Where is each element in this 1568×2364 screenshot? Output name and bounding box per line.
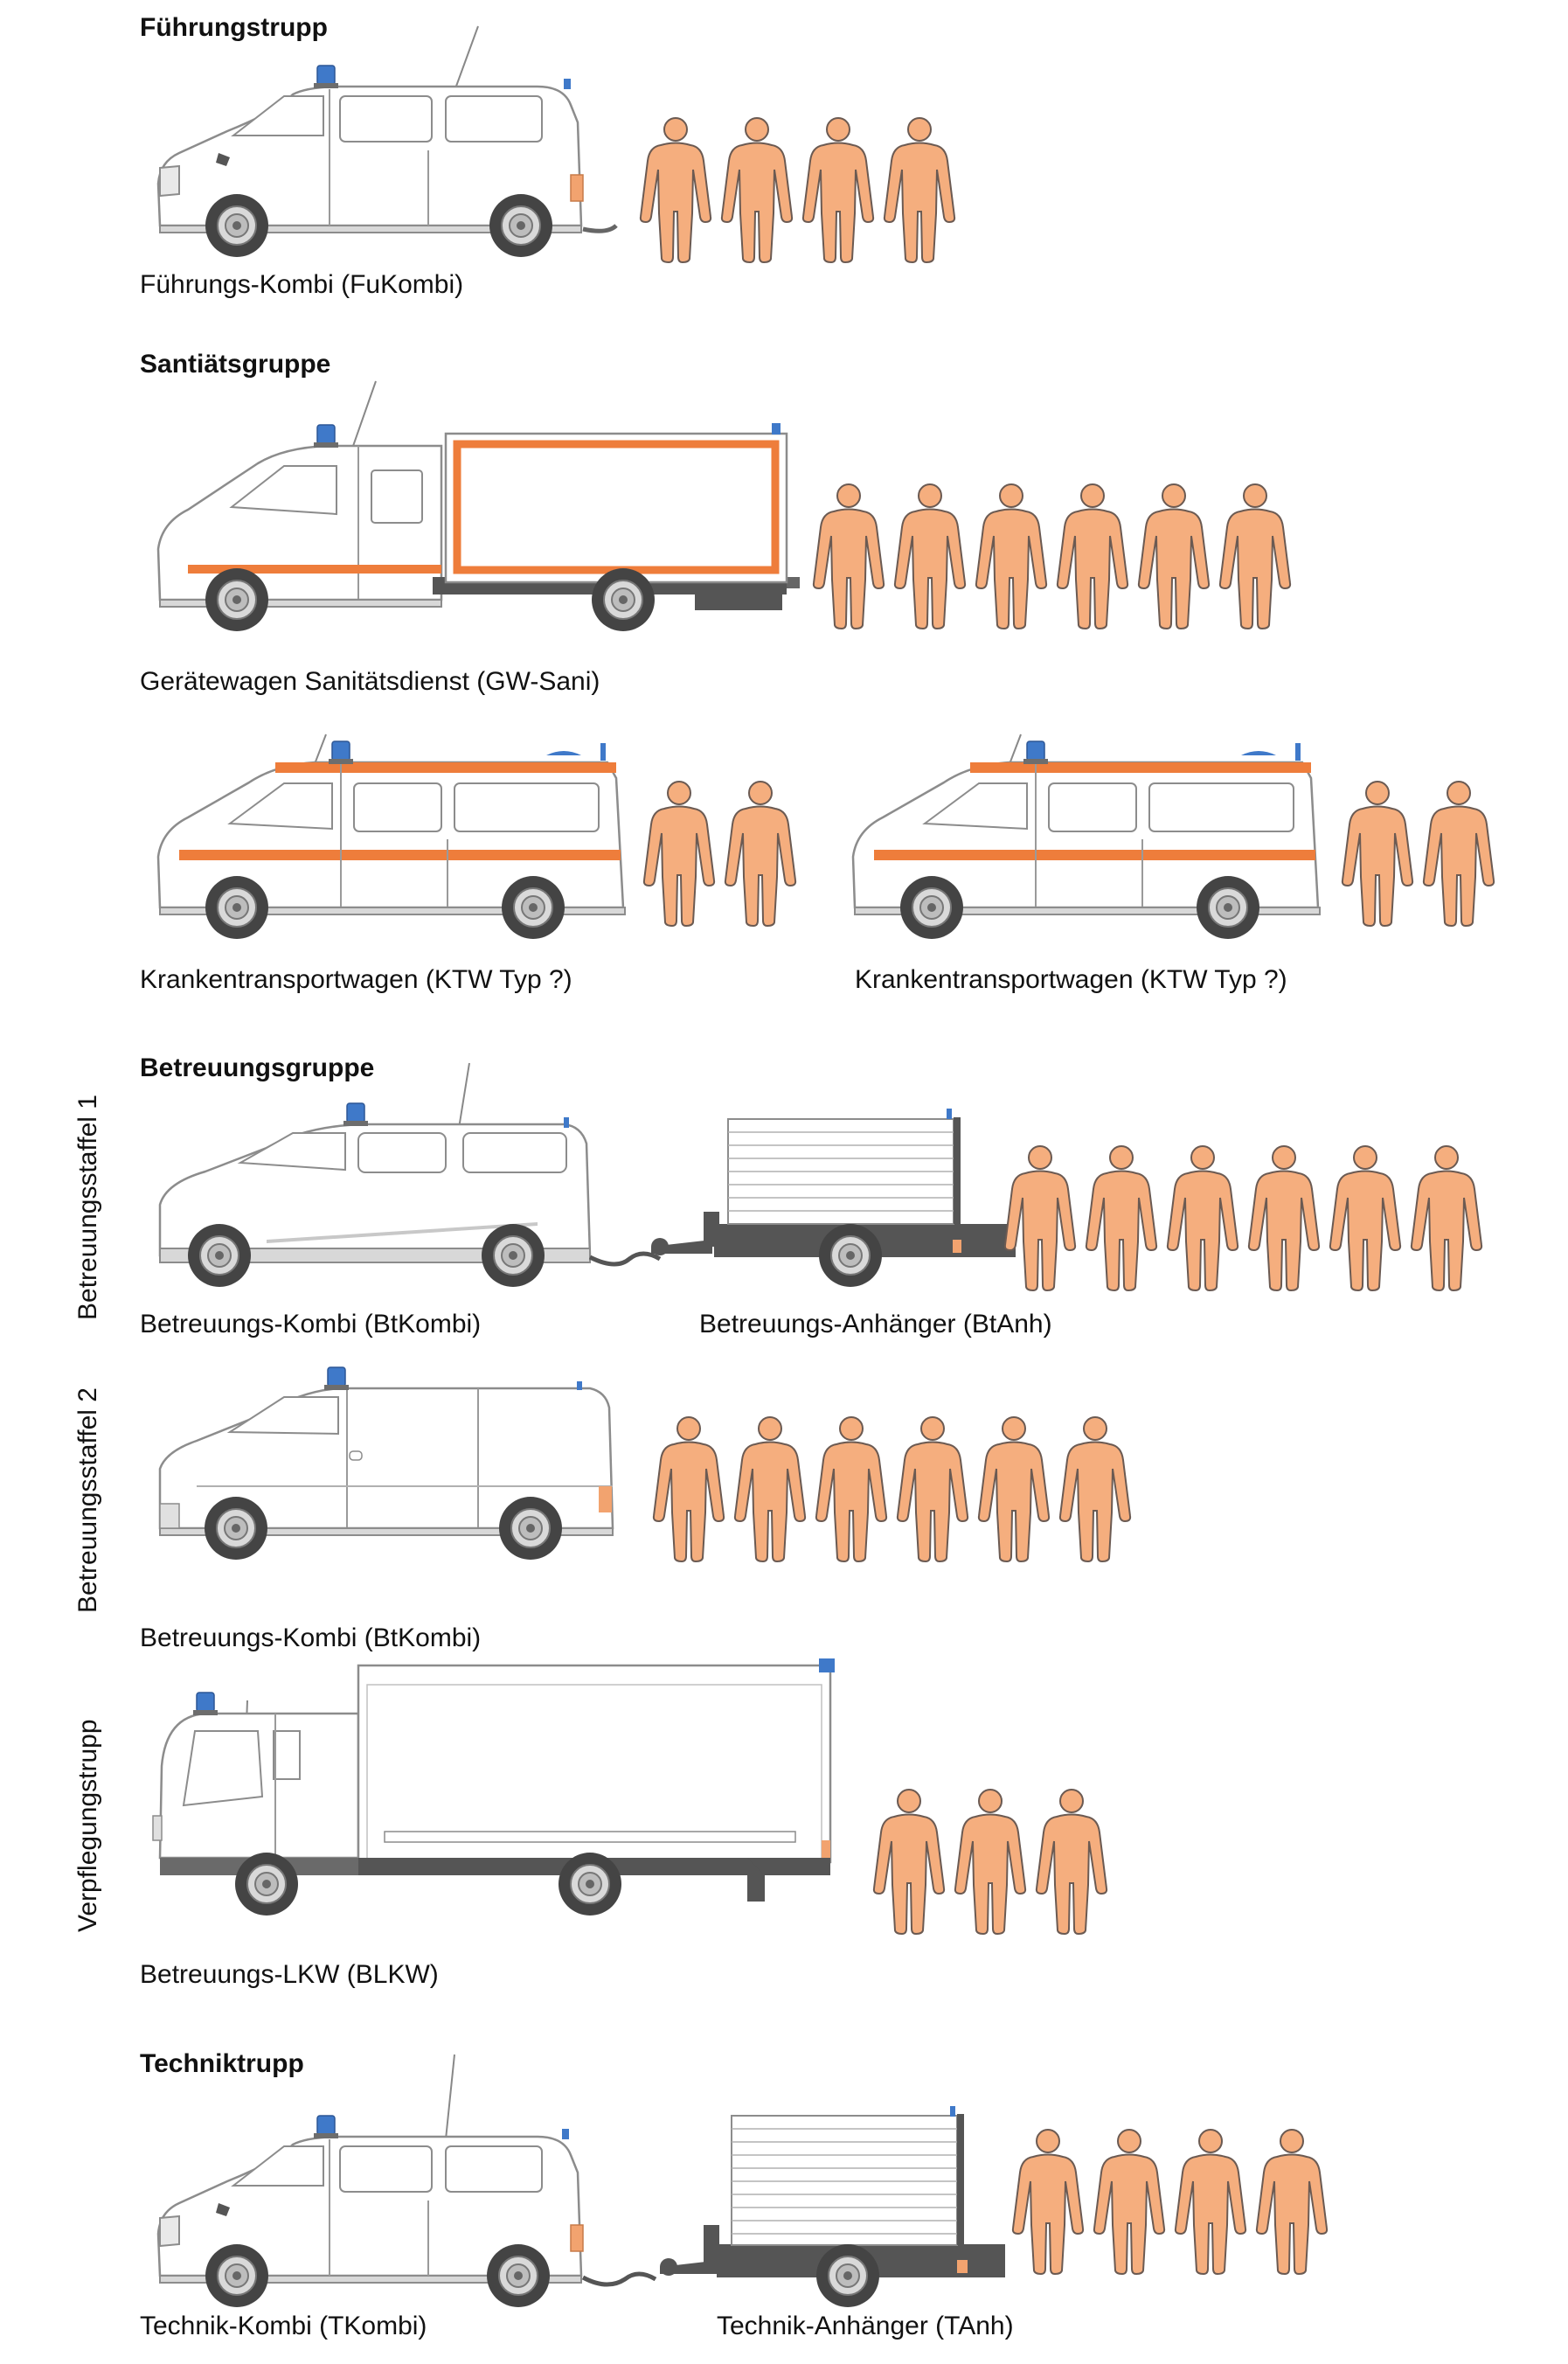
- person-icon: [1035, 1789, 1108, 1935]
- person-icon: [724, 781, 797, 927]
- side-label-staffel1: Betreuungsstaffel 1: [73, 1095, 102, 1320]
- person-icon: [1085, 1145, 1158, 1291]
- person-icon: [801, 117, 875, 263]
- person-icon: [639, 117, 712, 263]
- caption-ktw2: Krankentransportwagen (KTW Typ ?): [855, 965, 1287, 994]
- caption-btanh: Betreuungs-Anhänger (BtAnh): [699, 1310, 1052, 1338]
- person-icon: [1255, 2129, 1329, 2275]
- person-icon: [1422, 781, 1495, 927]
- person-icon: [720, 117, 794, 263]
- person-icon: [872, 1789, 946, 1935]
- heading-techniktrupp: Techniktrupp: [140, 2049, 304, 2078]
- crew-technik: [1011, 2129, 1329, 2275]
- person-icon: [1003, 1145, 1077, 1291]
- person-icon: [1174, 2129, 1247, 2275]
- person-icon: [1058, 1416, 1132, 1562]
- crew-ktw2: [1341, 781, 1495, 927]
- person-icon: [1341, 781, 1414, 927]
- person-icon: [1166, 1145, 1239, 1291]
- crew-gwsani: [812, 483, 1292, 629]
- caption-tanh: Technik-Anhänger (TAnh): [717, 2312, 1014, 2340]
- heading-sanitaetsgruppe: Santiätsgruppe: [140, 350, 330, 379]
- person-icon: [652, 1416, 725, 1562]
- person-icon: [1218, 483, 1292, 629]
- person-icon: [883, 117, 956, 263]
- person-icon: [1093, 2129, 1166, 2275]
- heading-betreuungsgruppe: Betreuungsgruppe: [140, 1053, 374, 1082]
- vehicle-btkombi2: [158, 1366, 614, 1561]
- caption-fukombi: Führungs-Kombi (FuKombi): [140, 270, 463, 299]
- vehicle-ktw2: [851, 734, 1321, 940]
- vehicle-btanh: [651, 1109, 1016, 1288]
- person-icon: [893, 483, 967, 629]
- crew-fukombi: [639, 117, 956, 263]
- crew-verpflegung: [872, 1789, 1108, 1935]
- caption-ktw1: Krankentransportwagen (KTW Typ ?): [140, 965, 572, 994]
- vehicle-fukombi: [156, 25, 618, 258]
- person-icon: [975, 483, 1048, 629]
- vehicle-gwsani: [156, 380, 800, 632]
- caption-btkombi1: Betreuungs-Kombi (BtKombi): [140, 1310, 481, 1338]
- person-icon: [1410, 1145, 1483, 1291]
- person-icon: [1056, 483, 1129, 629]
- person-icon: [733, 1416, 807, 1562]
- person-icon: [1329, 1145, 1402, 1291]
- vehicle-tanh: [660, 2106, 1005, 2308]
- caption-blkw: Betreuungs-LKW (BLKW): [140, 1960, 439, 1989]
- person-icon: [815, 1416, 888, 1562]
- person-icon: [812, 483, 885, 629]
- side-label-staffel2: Betreuungsstaffel 2: [73, 1387, 102, 1613]
- heading-fuehrungstrupp: Führungstrupp: [140, 13, 328, 42]
- caption-tkombi: Technik-Kombi (TKombi): [140, 2312, 427, 2340]
- crew-ktw1: [642, 781, 797, 927]
- person-icon: [642, 781, 716, 927]
- person-icon: [1011, 2129, 1085, 2275]
- crew-staffel1: [1003, 1145, 1483, 1291]
- side-label-verpflegung: Verpflegungstrupp: [73, 1719, 102, 1932]
- vehicle-tkombi: [156, 2054, 657, 2308]
- person-icon: [1137, 483, 1211, 629]
- person-icon: [954, 1789, 1027, 1935]
- person-icon: [1247, 1145, 1321, 1291]
- caption-gwsani: Gerätewagen Sanitätsdienst (GW-Sani): [140, 667, 600, 696]
- person-icon: [896, 1416, 969, 1562]
- vehicle-blkw: [152, 1658, 835, 1916]
- crew-staffel2: [652, 1416, 1132, 1562]
- vehicle-ktw1: [156, 734, 626, 940]
- person-icon: [977, 1416, 1051, 1562]
- vehicle-btkombi1: [158, 1062, 662, 1288]
- caption-btkombi2: Betreuungs-Kombi (BtKombi): [140, 1624, 481, 1652]
